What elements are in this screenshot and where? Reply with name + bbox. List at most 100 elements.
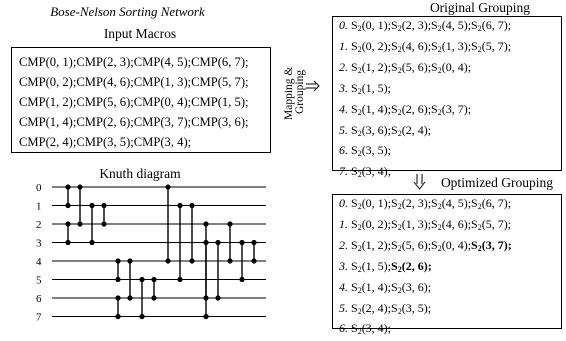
swap-op: S2(4, 5); xyxy=(431,196,472,211)
swap-op: S2(5, 7); xyxy=(471,38,512,54)
step-index: 5. xyxy=(339,300,351,315)
comparator-dot xyxy=(115,258,121,264)
input-macros-lines: CMP(0, 1);CMP(2, 3);CMP(4, 5);CMP(6, 7);… xyxy=(19,52,270,152)
swap-op: S2(5, 6); xyxy=(391,59,432,75)
comparator-dot xyxy=(115,295,121,301)
grouping-line: 5. S2(3, 6);S2(2, 4); xyxy=(339,122,561,143)
wire-label: 1 xyxy=(36,201,42,213)
comparator-dot xyxy=(177,202,183,209)
wire-label: 6 xyxy=(36,293,42,305)
comparator-dot xyxy=(139,276,145,283)
mapping-label: Mapping &Grouping xyxy=(283,67,306,120)
step-index: 1. xyxy=(339,216,351,231)
comparator-dot xyxy=(77,184,83,190)
macro-line: CMP(1, 4);CMP(2, 6);CMP(3, 7);CMP(3, 6); xyxy=(19,115,249,129)
input-macros-label: Input Macros xyxy=(103,26,177,41)
swap-op: S2(6, 7); xyxy=(471,18,512,33)
comparator-dot xyxy=(251,239,257,246)
optimized-grouping-box: 0. S2(0, 1);S2(2, 3);S2(4, 5);S2(6, 7);1… xyxy=(332,194,562,336)
grouping-line: 6. S2(3, 4); xyxy=(339,320,561,341)
swap-op: S2(1, 2); xyxy=(351,59,392,75)
optimized-grouping-lines: 0. S2(0, 1);S2(2, 3);S2(4, 5);S2(6, 7);1… xyxy=(339,195,561,341)
swap-op: S2(3, 6); xyxy=(391,279,432,295)
comparator-dot xyxy=(177,276,183,283)
comparator-dot xyxy=(165,184,171,190)
optimized-grouping-label: Optimized Grouping xyxy=(440,175,554,190)
step-index: 6. xyxy=(339,143,351,158)
comparator-dot xyxy=(189,258,195,264)
comparator-dot xyxy=(215,295,221,301)
swap-op: S2(1, 3); xyxy=(391,216,432,232)
swap-op: S2(2, 6); xyxy=(391,258,432,274)
step-index: 2. xyxy=(339,59,351,74)
comparator-dot xyxy=(203,239,209,246)
swap-op: S2(1, 4); xyxy=(351,101,392,117)
comparator-dot xyxy=(203,313,209,320)
swap-op: S2(2, 6); xyxy=(391,101,432,117)
swap-op: S2(3, 6); xyxy=(351,122,392,138)
swap-op: S2(1, 5); xyxy=(351,258,392,274)
swap-op: S2(0, 1); xyxy=(351,196,392,211)
swap-op: S2(3, 7); xyxy=(471,237,512,253)
grouping-line: 2. S2(1, 2);S2(5, 6);S2(0, 4); xyxy=(339,59,561,80)
step-index: 5. xyxy=(339,122,351,137)
swap-op: S2(5, 6); xyxy=(391,237,432,253)
step-index: 0. xyxy=(339,196,351,210)
comparator-dot xyxy=(151,295,157,301)
grouping-line: 3. S2(1, 5); xyxy=(339,80,561,101)
swap-op: S2(1, 4); xyxy=(351,279,392,295)
macro-line: CMP(0, 2);CMP(4, 6);CMP(1, 3);CMP(5, 7); xyxy=(19,75,249,89)
comparator-dot xyxy=(139,313,145,320)
macro-line: CMP(1, 2);CMP(5, 6);CMP(0, 4);CMP(1, 5); xyxy=(19,95,249,109)
wire-label: 4 xyxy=(36,256,42,268)
swap-op: S2(6, 7); xyxy=(471,196,512,211)
grouping-line: 0. S2(0, 1);S2(2, 3);S2(4, 5);S2(6, 7); xyxy=(339,17,561,38)
swap-op: S2(5, 7); xyxy=(471,216,512,232)
step-index: 3. xyxy=(339,80,351,95)
comparator-dot xyxy=(239,276,245,283)
swap-op: S2(2, 3); xyxy=(391,18,432,33)
step-index: 1. xyxy=(339,38,351,53)
swap-op: S2(3, 4); xyxy=(351,164,392,180)
grouping-line: 7. S2(3, 4); xyxy=(339,163,561,184)
comparator-dot xyxy=(151,276,157,283)
grouping-line: 4. S2(1, 4);S2(3, 6); xyxy=(339,279,561,300)
comparator-dot xyxy=(89,239,95,246)
grouping-line: 1. S2(0, 2);S2(1, 3);S2(4, 6);S2(5, 7); xyxy=(339,216,561,237)
swap-op: S2(0, 4); xyxy=(431,59,472,75)
swap-op: S2(2, 4); xyxy=(391,122,432,138)
grouping-line: 1. S2(0, 2);S2(4, 6);S2(1, 3);S2(5, 7); xyxy=(339,38,561,59)
original-grouping-lines: 0. S2(0, 1);S2(2, 3);S2(4, 5);S2(6, 7);1… xyxy=(339,17,561,184)
grouping-line: 5. S2(2, 4);S2(3, 5); xyxy=(339,300,561,321)
comparator-dot xyxy=(127,295,133,301)
diagram-title: Bose-Nelson Sorting Network xyxy=(50,4,205,19)
swap-op: S2(0, 1); xyxy=(351,18,392,33)
original-grouping-label: Original Grouping xyxy=(429,0,531,15)
swap-op: S2(1, 2); xyxy=(351,237,392,253)
wire-label: 3 xyxy=(36,238,42,250)
comparator-dot xyxy=(203,221,209,227)
step-index: 2. xyxy=(339,237,351,252)
comparator-dot xyxy=(115,313,121,320)
swap-op: S2(0, 2); xyxy=(351,216,392,232)
grouping-line: 3. S2(1, 5);S2(2, 6); xyxy=(339,258,561,279)
swap-op: S2(0, 2); xyxy=(351,38,392,54)
comparator-dot xyxy=(227,258,233,264)
grouping-line: 2. S2(1, 2);S2(5, 6);S2(0, 4);S2(3, 7); xyxy=(339,237,561,258)
comparator-dot xyxy=(189,202,195,209)
step-index: 3. xyxy=(339,258,351,273)
mapping-arrow: Mapping &Grouping xyxy=(278,58,322,128)
macro-line: CMP(2, 4);CMP(3, 5);CMP(3, 4); xyxy=(19,135,192,149)
comparator-dot xyxy=(101,202,107,209)
input-macros-box: CMP(0, 1);CMP(2, 3);CMP(4, 5);CMP(6, 7);… xyxy=(11,47,271,153)
macro-line: CMP(0, 1);CMP(2, 3);CMP(4, 5);CMP(6, 7); xyxy=(19,55,249,69)
step-index: 4. xyxy=(339,279,351,294)
swap-op: S2(0, 4); xyxy=(431,237,472,253)
comparator-dot xyxy=(239,239,245,246)
comparator-dot xyxy=(115,276,121,283)
comparator-dot xyxy=(65,184,71,190)
grouping-line: 4. S2(1, 4);S2(2, 6);S2(3, 7); xyxy=(339,101,561,122)
comparator-dot xyxy=(89,202,95,209)
step-index: 7. xyxy=(339,164,351,179)
wire-label: 2 xyxy=(36,219,42,231)
